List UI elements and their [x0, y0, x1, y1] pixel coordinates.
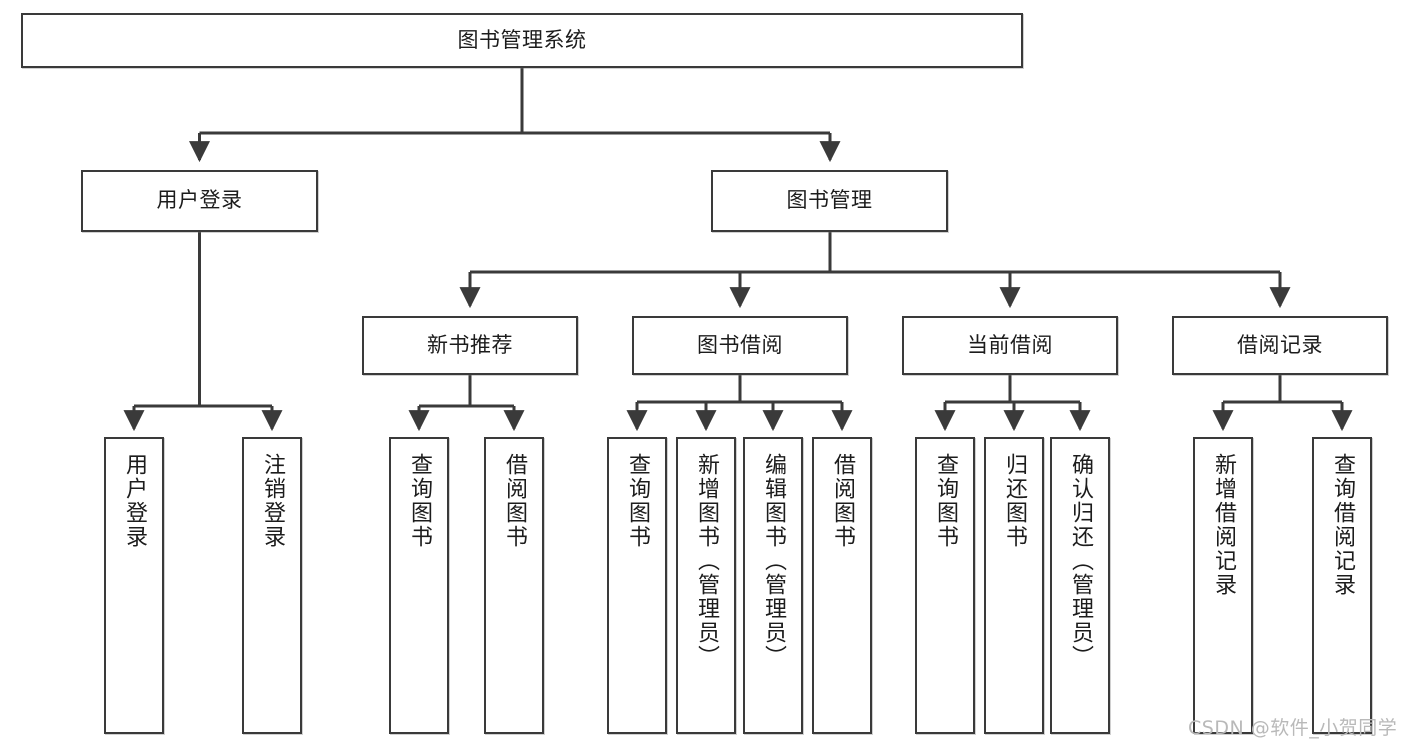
node-label: 确认归还（管理员）	[1067, 453, 1093, 669]
node-label: 当前借阅	[967, 332, 1053, 357]
node-label: 归还图书	[1001, 453, 1027, 549]
node-label: 用户登录	[121, 453, 147, 549]
leaf-borrow-query-book[interactable]: 查询图书	[607, 437, 667, 734]
leaf-current-query-book[interactable]: 查询图书	[915, 437, 975, 734]
node-user-login[interactable]: 用户登录	[81, 170, 318, 232]
node-label: 查询图书	[624, 453, 650, 549]
node-label: 编辑图书（管理员）	[760, 453, 786, 669]
node-label: 新增借阅记录	[1210, 453, 1236, 597]
leaf-current-confirm-return-admin[interactable]: 确认归还（管理员）	[1050, 437, 1110, 734]
leaf-user-logout[interactable]: 注销登录	[242, 437, 302, 734]
leaf-newbook-borrow-book[interactable]: 借阅图书	[484, 437, 544, 734]
node-new-book-recommend[interactable]: 新书推荐	[362, 316, 578, 375]
node-book-borrow[interactable]: 图书借阅	[632, 316, 848, 375]
watermark: CSDN @软件_小贺同学	[1188, 717, 1398, 739]
node-label: 查询图书	[932, 453, 958, 549]
node-borrow-records[interactable]: 借阅记录	[1172, 316, 1388, 375]
leaf-newbook-query-book[interactable]: 查询图书	[389, 437, 449, 734]
node-book-management[interactable]: 图书管理	[711, 170, 948, 232]
node-label: 图书借阅	[697, 332, 783, 357]
leaf-records-add-record[interactable]: 新增借阅记录	[1193, 437, 1253, 734]
leaf-borrow-borrow-book[interactable]: 借阅图书	[812, 437, 872, 734]
node-root-system[interactable]: 图书管理系统	[21, 13, 1023, 68]
node-current-borrow[interactable]: 当前借阅	[902, 316, 1118, 375]
node-label: 新增图书（管理员）	[693, 453, 719, 669]
node-label: 图书管理系统	[457, 27, 587, 52]
leaf-user-login[interactable]: 用户登录	[104, 437, 164, 734]
leaf-current-return-book[interactable]: 归还图书	[984, 437, 1044, 734]
leaf-borrow-edit-book-admin[interactable]: 编辑图书（管理员）	[743, 437, 803, 734]
node-label: 用户登录	[156, 188, 243, 213]
node-label: 图书管理	[786, 188, 873, 213]
leaf-borrow-add-book-admin[interactable]: 新增图书（管理员）	[676, 437, 736, 734]
node-label: 新书推荐	[427, 332, 513, 357]
node-label: 注销登录	[259, 453, 285, 549]
node-label: 借阅图书	[829, 453, 855, 549]
leaf-records-query-record[interactable]: 查询借阅记录	[1312, 437, 1372, 734]
node-label: 借阅记录	[1237, 332, 1323, 357]
node-label: 查询图书	[406, 453, 432, 549]
node-label: 查询借阅记录	[1329, 453, 1355, 597]
node-label: 借阅图书	[501, 453, 527, 549]
